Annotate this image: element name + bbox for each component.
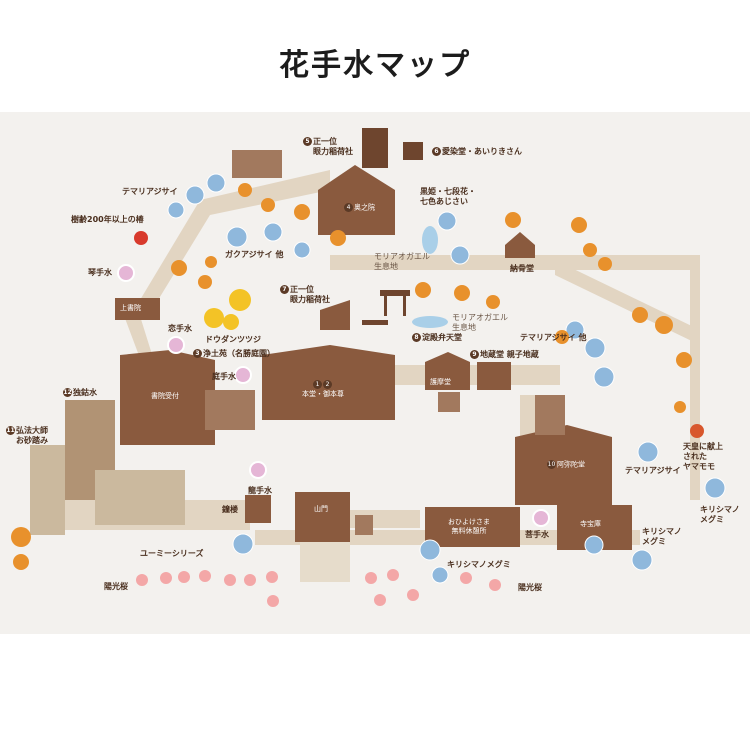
label-kirishima-b[interactable]: キリシマノメグミ — [447, 560, 511, 569]
flower-basins — [117, 264, 550, 527]
yamamomo-marker — [690, 424, 704, 438]
label-kobo[interactable]: 11弘法大師 お砂踏み — [6, 426, 48, 445]
label-moriao-top[interactable]: モリアオガエル 生息地 — [374, 252, 430, 271]
label-kotote[interactable]: 琴手水 — [88, 268, 112, 277]
label-sanmon[interactable]: 山門 — [314, 505, 328, 513]
label-temari-left[interactable]: テマリアジサイ — [122, 187, 178, 196]
buildings — [30, 128, 632, 582]
ponds — [412, 226, 448, 328]
label-dokko[interactable]: 12独鈷水 — [63, 388, 97, 397]
hydrangea-bushes — [167, 173, 726, 584]
label-jurei-camellia[interactable]: 樹齢200年以上の椿 — [71, 215, 144, 224]
dodan-bushes — [204, 289, 251, 330]
label-temari-r2[interactable]: テマリアジサイ — [625, 466, 681, 475]
label-ohiyoke[interactable]: おひよけさま 無料休憩所 — [448, 518, 490, 535]
camellia-marker — [134, 231, 148, 245]
label-temari-right[interactable]: テマリアジサイ 他 — [520, 333, 587, 342]
label-nokyodo[interactable]: 納骨堂 — [510, 264, 534, 273]
label-gomado[interactable]: 護摩堂 — [430, 378, 451, 386]
label-shoro[interactable]: 鐘楼 — [222, 505, 238, 514]
label-kirishima-r2[interactable]: キリシマノ メグミ — [642, 527, 682, 546]
label-kurohime[interactable]: 黒姫・七段花・ 七色あじさい — [420, 187, 476, 206]
sakura-blossoms — [136, 569, 501, 607]
label-bodaite[interactable]: 菩手水 — [525, 530, 549, 539]
label-jojoin[interactable]: 上書院 — [120, 304, 141, 312]
label-kirishima-r[interactable]: キリシマノ メグミ — [700, 505, 740, 524]
map-title: 花手水マップ — [279, 48, 471, 83]
label-yumi[interactable]: ユーミーシリーズ — [140, 549, 204, 558]
maple-leaves — [11, 183, 692, 570]
label-tenno-yamamomo[interactable]: 天皇に献上 された ヤマモモ — [683, 442, 723, 471]
label-ryute[interactable]: 龍手水 — [248, 486, 272, 495]
label-gaku[interactable]: ガクアジサイ 他 — [225, 250, 284, 259]
label-moriao-mid[interactable]: モリアオガエル 生息地 — [452, 313, 508, 332]
label-jihoko[interactable]: 寺宝庫 — [580, 520, 601, 528]
label-yoko-right[interactable]: 陽光桜 — [518, 583, 542, 592]
label-yoko-left[interactable]: 陽光桜 — [104, 582, 128, 591]
label-dodan[interactable]: ドウダンツツジ — [205, 335, 261, 344]
label-koite[interactable]: 恋手水 — [168, 324, 192, 333]
label-shoin[interactable]: 書院受付 — [151, 392, 179, 400]
label-niwate[interactable]: 庭手水 — [212, 372, 236, 381]
